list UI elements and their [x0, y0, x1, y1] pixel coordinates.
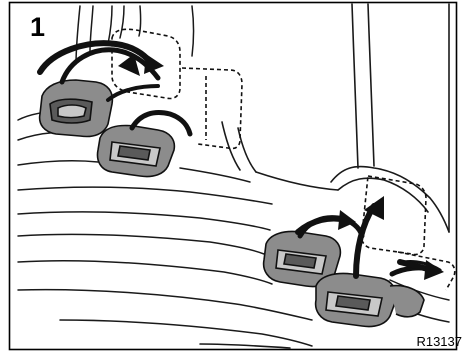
seat-side-panel [222, 4, 449, 232]
hook-lower-right [316, 274, 424, 327]
hook-small-upper [98, 126, 175, 177]
step-number-label: 1 [30, 14, 45, 41]
figure-code-label: R13137 [416, 335, 462, 348]
hook-large [40, 80, 113, 137]
